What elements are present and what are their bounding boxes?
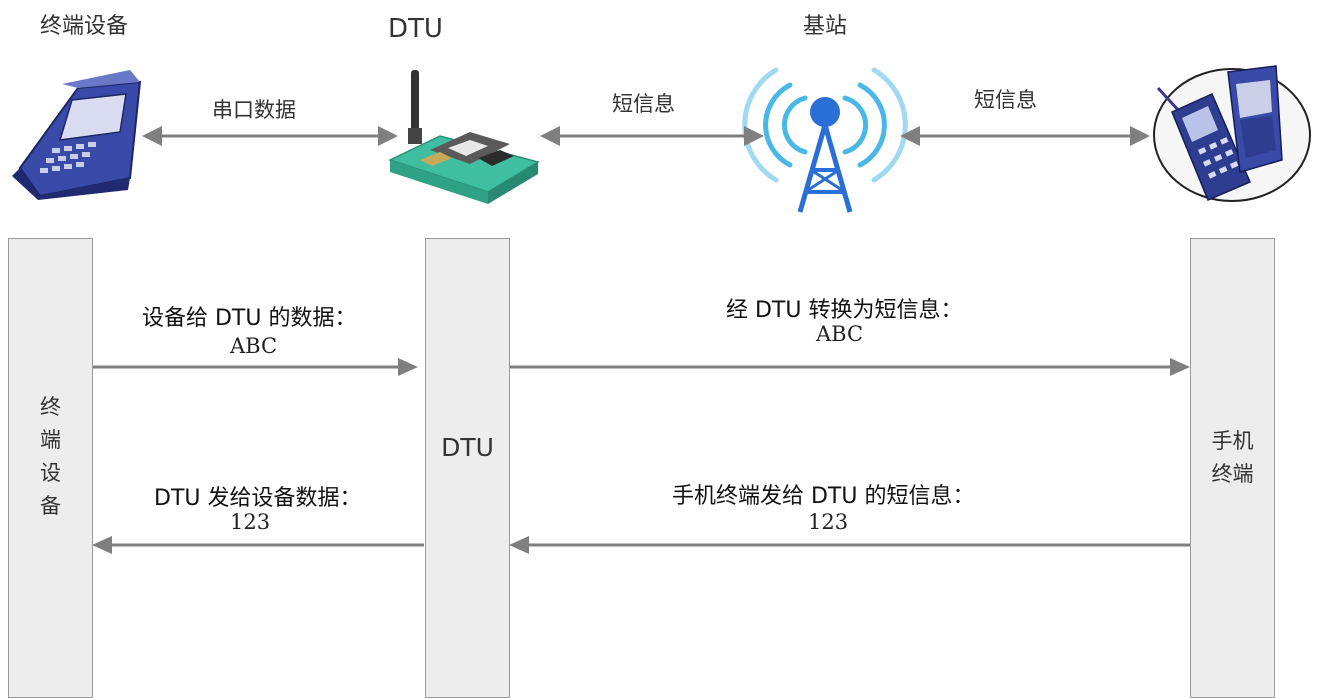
lane-mobile-line: 手机 [1211,429,1254,453]
lane-terminal-char: 设 [40,461,61,485]
lane-terminal-label: 终 端 设 备 [9,391,92,523]
message-title: DTU 发给设备数据： [154,486,362,511]
lane-terminal-char: 端 [40,428,61,452]
sms-label-left: 短信息 [612,92,675,116]
base-station-tower-icon [742,67,908,213]
message-title: 手机终端发给 DTU 的短信息： [672,484,975,509]
message-title: 经 DTU 转换为短信息： [726,298,963,323]
handheld-terminal-icon [12,70,142,200]
lane-terminal-char: 备 [40,494,61,518]
lane-terminal-device: 终 端 设 备 [8,238,93,698]
dtu-device-icon [387,70,540,204]
message-value: 123 [808,510,849,534]
message-value: 123 [230,510,271,534]
terminal-device-title: 终端设备 [40,14,129,39]
lane-dtu-label: DTU [441,433,494,462]
base-station-title: 基站 [803,14,848,39]
lane-mobile-terminal: 手机 终端 [1190,238,1275,698]
lane-mobile-label: 手机 终端 [1191,425,1274,491]
serial-data-label: 串口数据 [212,98,296,122]
diagram-graphics [12,65,1311,554]
top-link-arrows [142,126,1150,146]
message-value: ABC [816,322,864,346]
lane-terminal-char: 终 [40,395,61,419]
message-value: ABC [230,334,278,358]
sms-label-right: 短信息 [974,88,1037,112]
lane-dtu: DTU [425,238,510,698]
message-title: 设备给 DTU 的数据： [142,306,357,331]
dtu-title: DTU [388,14,443,44]
lane-mobile-line: 终端 [1211,462,1254,486]
sequence-arrows [92,358,1190,554]
mobile-phones-icon [1153,65,1311,202]
